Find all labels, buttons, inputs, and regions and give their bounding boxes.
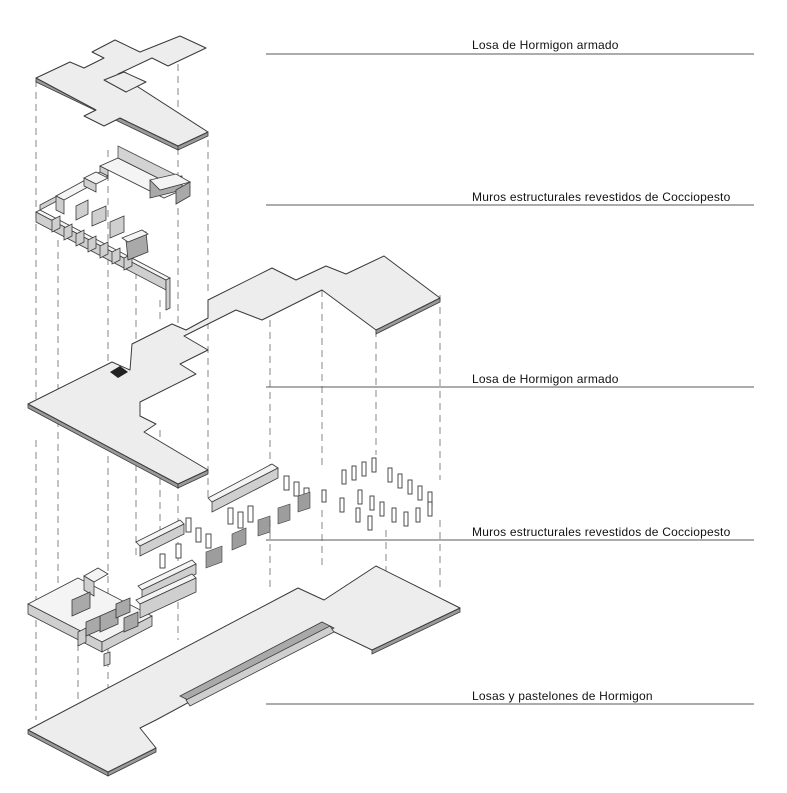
- mid-slab: [27, 255, 441, 489]
- label-mid-slab: Losa de Hormigon armado: [472, 372, 619, 386]
- upper-walls: [35, 145, 192, 311]
- label-upper-walls: Muros estructurales revestidos de Coccio…: [472, 190, 731, 204]
- ground-slab: [27, 565, 461, 777]
- leader-lines: [266, 53, 754, 705]
- label-ground-slab: Losas y pastelones de Hormigon: [472, 689, 653, 703]
- label-roof-slab: Losa de Hormigon armado: [472, 38, 619, 52]
- roof-slab: [35, 35, 209, 151]
- projection-lines: [35, 40, 441, 775]
- label-lower-walls: Muros estructurales revestidos de Coccio…: [472, 525, 731, 539]
- lower-walls: [27, 457, 433, 667]
